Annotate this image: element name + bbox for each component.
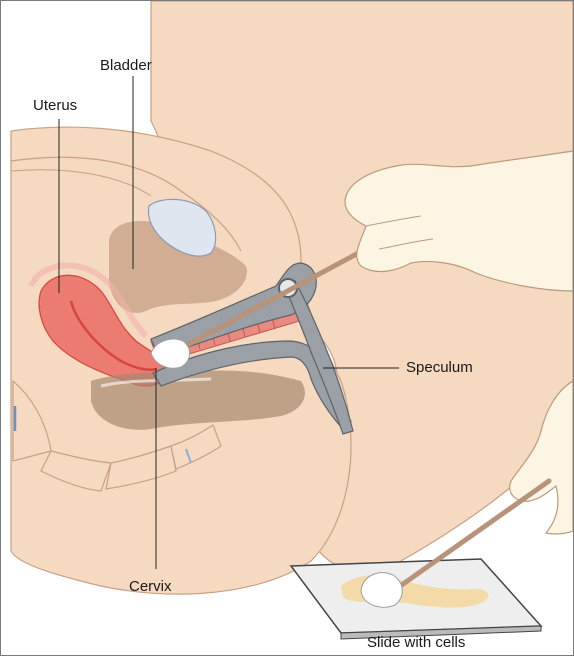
slide-swab-tip bbox=[361, 573, 402, 608]
speculum-label: Speculum bbox=[406, 360, 473, 375]
cervix-label: Cervix bbox=[129, 579, 172, 594]
uterus-label: Uterus bbox=[33, 98, 77, 113]
slide-label: Slide with cells bbox=[367, 635, 465, 650]
bladder-label: Bladder bbox=[100, 58, 152, 73]
